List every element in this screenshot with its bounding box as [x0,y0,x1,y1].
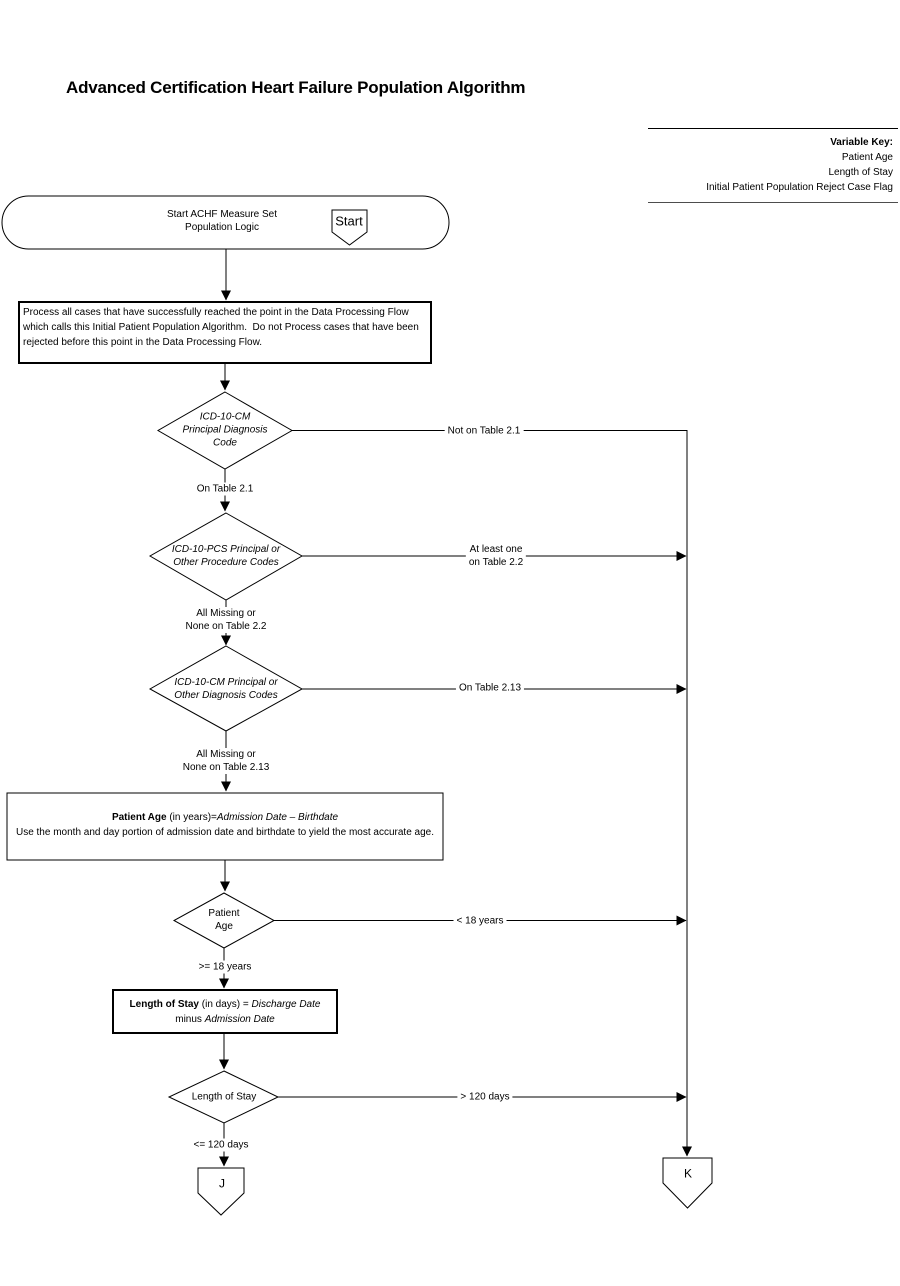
start-offpage-connector-label: Start [335,213,363,229]
decision-procedure-codes-text: ICD-10-PCS Principal or Other Procedure … [171,544,281,568]
offpage-connector-j-label: J [219,1176,225,1191]
decision-length-of-stay-shape [167,1070,280,1124]
branch-label-not-on-table-2-1: Not on Table 2.1 [444,424,524,438]
decision-patient-age-shape [172,892,276,949]
variable-key-item: Length of Stay [828,167,894,178]
patient-age-box-term: Patient Age [111,812,167,823]
page-title: Advanced Certification Heart Failure Pop… [66,78,526,97]
branch-label-under-18-years: < 18 years [453,914,507,928]
length-of-stay-box-term: Length of Stay [129,999,199,1010]
branch-label-at-least-one-table-2-2: At least one on Table 2.2 [465,543,527,569]
variable-key-heading: Variable Key: [830,137,893,148]
start-terminator-text: Start ACHF Measure Set Population Logic [166,209,278,233]
decision-other-diagnosis-text: ICD-10-CM Principal or Other Diagnosis C… [174,677,278,701]
branch-label-on-table-2-13: On Table 2.13 [455,681,525,695]
decision-procedure-codes-shape [148,512,304,601]
decision-principal-diagnosis-shape [156,391,294,470]
branch-label-none-on-table-2-2: All Missing or None on Table 2.2 [182,607,270,633]
branch-label-120-days-or-less: <= 120 days [190,1138,252,1152]
variable-key-item: Patient Age [841,152,893,163]
branch-label-on-table-2-1: On Table 2.1 [193,482,257,496]
branch-label-18-years-or-more: >= 18 years [195,960,255,974]
patient-age-box-text: Patient Age (in years)=Admission Date – … [15,812,435,838]
variable-key: Variable Key: Patient Age Length of Stay… [648,128,898,203]
start-terminator-shape [1,195,450,250]
patient-age-box-outline [6,792,444,861]
flow-reject-rail-to-k [292,430,692,1157]
process-box-outline [18,301,432,364]
branch-label-none-on-table-2-13: All Missing or None on Table 2.13 [179,748,273,774]
decision-other-diagnosis-shape [148,645,304,732]
decision-length-of-stay-text: Length of Stay [191,1091,257,1103]
decision-principal-diagnosis-text: ICD-10-CM Principal Diagnosis Code [182,411,268,449]
start-offpage-connector-shape [331,209,368,246]
offpage-connector-k-label: K [683,1166,693,1181]
length-of-stay-box-outline [112,989,338,1034]
decision-patient-age-text: Patient Age [208,908,240,932]
branch-label-over-120-days: > 120 days [457,1090,513,1104]
offpage-connector-k-shape [662,1157,713,1209]
length-of-stay-box-text: Length of Stay (in days) = Discharge Dat… [129,999,321,1025]
offpage-connector-j-shape [197,1167,245,1216]
variable-key-item: Initial Patient Population Reject Case F… [706,182,893,193]
process-box-text: Process all cases that have successfully… [23,307,422,348]
